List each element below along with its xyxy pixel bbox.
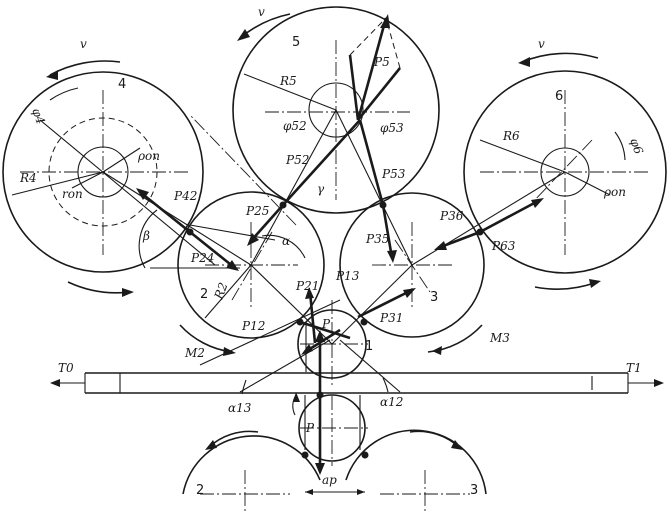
rotation-arrows [46,13,601,450]
label-p13: P13 [335,269,360,283]
ap-dimension [305,489,365,495]
roll-1-lower [298,394,366,462]
radius-lines [11,73,611,319]
roll-number-2: 2 [200,287,208,302]
label-p: P [321,317,331,331]
roll-5 [232,6,440,214]
label-v-6: v [538,37,545,51]
label-p25: P25 [245,204,269,218]
label-m3: M3 [489,331,510,345]
label-v-5: v [258,5,265,19]
label-phi52: φ52 [283,119,307,133]
label-alpha12: α12 [380,395,403,409]
label-r-op: rоп [62,187,83,201]
force-vectors [136,14,544,475]
roll-number-2-lower: 2 [196,483,204,498]
roll-number-3: 3 [430,290,438,305]
label-beta: β [142,229,150,243]
label-p53: P53 [381,167,406,181]
label-r6: R6 [502,129,520,143]
label-p35: P35 [365,232,389,246]
roll-4 [2,71,204,273]
roll-number-1: 1 [365,339,373,354]
label-gamma: γ [317,182,325,196]
label-p52: P52 [285,153,309,167]
label-p12: P12 [241,319,265,333]
label-p24: P24 [190,251,214,265]
roll-2-lower-arc [182,435,321,495]
label-m2: M2 [184,346,205,360]
label-phi6: φ6 [627,136,646,156]
rolls [2,6,667,495]
label-r5: R5 [279,74,297,88]
label-p-lower: P [305,421,315,435]
roll-number-4: 4 [118,77,126,92]
label-rho-op: ρоп [137,149,160,163]
roll-numbers: 1 2 3 4 5 6 2 3 [118,35,563,498]
label-p5: P5 [373,55,390,69]
label-p63: P63 [491,239,516,253]
label-ap: aр [322,473,337,487]
label-t1: T1 [626,361,642,375]
angle-arcs [49,87,626,395]
roll-number-5: 5 [292,35,300,50]
roll-3-lower-arc [345,429,487,495]
label-p36: P36 [439,209,464,223]
label-p21: P21 [295,279,319,293]
label-alpha: α [282,234,290,248]
label-p42: P42 [173,189,197,203]
roll-2 [177,191,325,339]
label-p31: P31 [379,311,403,325]
strip [50,372,664,394]
label-v-4: v [80,37,87,51]
roll-6 [463,70,667,274]
roll-3 [339,192,485,338]
labels: v v v R4 R5 R6 R2 φ4 φ6 φ52 φ53 ρоп ρоп … [19,5,646,487]
label-t0: T0 [58,361,74,375]
label-alpha13: α13 [228,401,252,415]
label-r2: R2 [211,281,230,302]
label-phi4: φ4 [29,106,48,126]
label-phi53: φ53 [380,121,404,135]
label-rho-op6: ρоп [603,185,626,199]
contact-lines [39,109,566,450]
force-p5 [356,17,388,121]
label-r4: R4 [19,171,37,185]
contact-points [186,201,484,459]
roll-number-6: 6 [555,89,563,104]
roll-number-3-lower: 3 [470,483,478,498]
